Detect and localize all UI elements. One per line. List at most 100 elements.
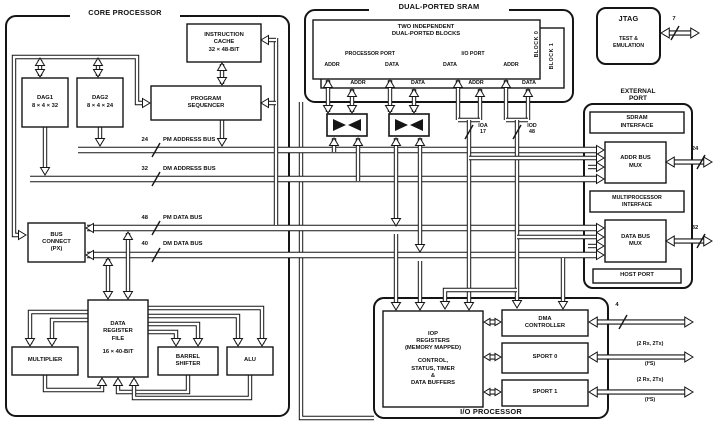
dag1-label: DAG1 8 × 4 × 32	[23, 80, 67, 125]
arrowhead	[665, 156, 675, 168]
host-port-box	[592, 268, 682, 284]
program-sequencer-label: PROGRAM SEQUENCER	[152, 88, 260, 118]
sequencer-line1: PROGRAM	[190, 95, 222, 102]
iop-line3: (MEMORY MAPPED)	[404, 345, 462, 352]
sequencer-line2: SEQUENCER	[187, 103, 225, 109]
iod-iop-branch-core	[443, 288, 517, 302]
arrowhead	[142, 97, 151, 109]
arrowhead	[128, 377, 140, 386]
crossbar-switch-2-bowtie-left	[395, 119, 408, 131]
dma-controller-label: DMA CONTROLLER	[503, 312, 587, 334]
dma-controller-box	[501, 309, 589, 337]
jtag-test-label: TEST &	[619, 36, 638, 42]
external-port-title: EXTERNAL PORT	[608, 88, 668, 103]
ioa-name: IOA	[478, 123, 488, 129]
arrowhead	[260, 97, 269, 109]
regfile-multiplier-1	[27, 309, 88, 344]
pm-data-bus-label: PM DATA BUS	[163, 215, 203, 221]
crossbar-switch-2-bowtie-right	[410, 119, 423, 131]
sport0-i2s-label: (I²S)	[644, 361, 656, 367]
arrowhead	[596, 240, 605, 252]
arrowhead	[346, 105, 358, 114]
dm-addr-bus-width: 32	[141, 166, 148, 172]
arrowhead	[232, 338, 244, 347]
alu-result-core	[132, 375, 252, 400]
dag2-label: DAG2 8 × 4 × 24	[78, 80, 122, 125]
arrowhead	[703, 235, 713, 247]
dag1-box	[21, 77, 69, 128]
block0-label: BLOCK 0	[533, 30, 540, 58]
arrowhead	[94, 138, 106, 147]
iod-width: 48	[529, 129, 535, 136]
arrowhead	[102, 291, 114, 300]
sport0-label: SPORT 0	[503, 345, 587, 371]
multiprocessor-interface-box	[589, 190, 685, 213]
icache-line3: 32 × 48-BIT	[208, 46, 240, 53]
arrowhead	[588, 386, 598, 398]
bus-width-slash	[696, 233, 706, 249]
iop-line6: &	[430, 372, 436, 379]
instruction-cache-box	[186, 23, 262, 63]
arrowhead	[596, 173, 605, 185]
arrowhead	[596, 231, 605, 243]
bus-width-slash	[618, 314, 628, 330]
host-port-label: HOST PORT	[594, 270, 680, 282]
arrowhead	[260, 34, 269, 46]
bus-connect-line2: CONNECT	[42, 238, 71, 245]
arrowhead	[522, 88, 534, 97]
arrowhead	[322, 105, 334, 114]
arrowhead	[703, 156, 713, 168]
sport1-box	[501, 379, 589, 407]
arrowhead	[34, 57, 46, 66]
block1-label: BLOCK 1	[548, 42, 555, 70]
bus-width-slash	[151, 220, 161, 236]
sport1-label: SPORT 1	[503, 382, 587, 404]
core-processor-title: CORE PROCESSOR	[70, 8, 180, 18]
bus-width-slash	[670, 25, 680, 41]
bus-width-slash	[696, 154, 706, 170]
ioa-bus-label: IOA 17	[474, 123, 492, 135]
arrowhead	[346, 88, 358, 97]
barrel-line2: SHIFTER	[175, 361, 201, 367]
pm-data-bus-width: 48	[141, 215, 148, 221]
barrel-shifter-label: BARREL SHIFTER	[159, 349, 217, 373]
instruction-cache-label: INSTRUCTION CACHE 32 × 48-BIT	[188, 26, 260, 60]
jtag-emulation-label: EMULATION	[612, 43, 645, 49]
sport0-serial-label: (2 Rx, 2Tx)	[636, 341, 664, 347]
sram-desc-line2: DUAL-PORTED BLOCKS	[391, 30, 461, 37]
arrowhead	[414, 137, 426, 146]
sram-row1-addr1: ADDR	[324, 62, 340, 68]
arrowhead	[414, 244, 426, 253]
bus-connect-label: BUS CONNECT (PX)	[29, 225, 84, 260]
sram-row1-addr2: ADDR	[503, 62, 519, 68]
bus-width-slash	[464, 124, 474, 140]
addr-bus-mux-box	[604, 141, 667, 184]
sram-title: DUAL-PORTED SRAM	[369, 2, 509, 12]
data-mux-line1: DATA BUS	[621, 233, 650, 240]
sdram-interface-label: SDRAM INTERFACE	[591, 113, 683, 132]
bus-connect-line1: BUS	[50, 231, 63, 238]
arrowhead	[102, 257, 114, 266]
arrowhead	[690, 27, 700, 39]
sram-iop-channel-core	[299, 102, 374, 420]
sdram-interface-box	[589, 111, 685, 134]
arrowhead	[557, 301, 569, 310]
regfile-line3: FILE	[111, 335, 125, 342]
arrowhead	[494, 387, 502, 397]
iod-name: IOD	[527, 123, 537, 129]
icache-line1: INSTRUCTION	[204, 32, 244, 39]
multiplier-text: MULTIPLIER	[27, 357, 63, 364]
external-port-title-line2: PORT	[628, 95, 648, 103]
addr-bus-mux-label: ADDR BUS MUX	[606, 144, 665, 181]
arrowhead	[665, 235, 675, 247]
sram-row1-data2: DATA	[443, 62, 457, 68]
dag1-size: 8 × 4 × 32	[31, 102, 59, 109]
arrowhead	[596, 161, 605, 173]
arrowhead	[596, 222, 605, 234]
pm-addr-bus-label: PM ADDRESS BUS	[163, 137, 216, 143]
regfile-multiplier-2-core	[50, 318, 88, 344]
arrowhead	[96, 377, 108, 386]
regfile-line2: REGISTER	[103, 328, 133, 335]
crossbar-switch-1-bowtie-left	[333, 119, 346, 131]
